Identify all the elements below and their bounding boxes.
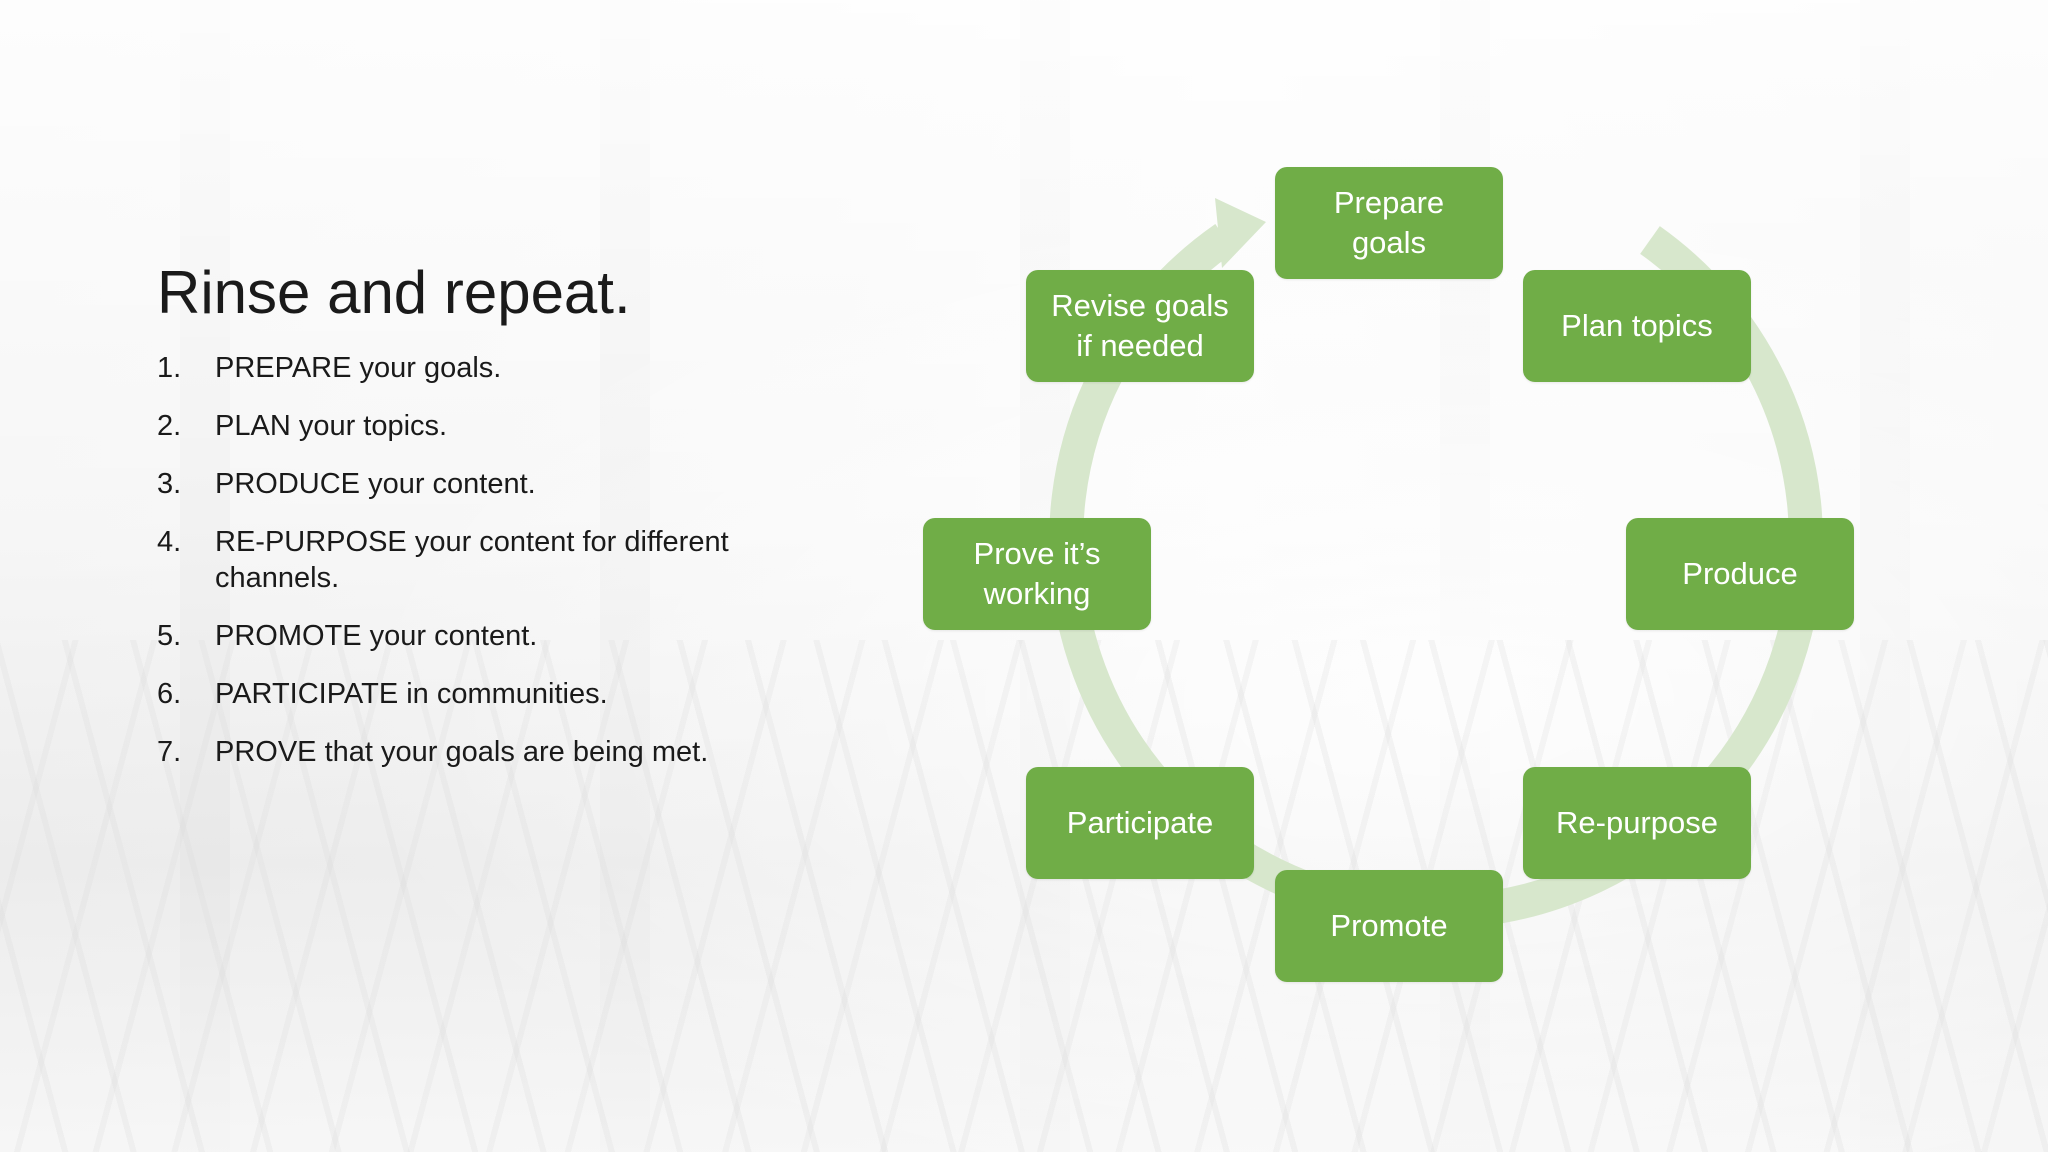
step-number: 1. xyxy=(157,352,182,384)
step-number: 5. xyxy=(157,620,182,652)
step-item: 4. RE-PURPOSE your content for different … xyxy=(157,524,797,596)
step-item: 1. PREPARE your goals. xyxy=(157,350,797,386)
step-number: 7. xyxy=(157,736,182,768)
cycle-arrowhead xyxy=(1215,198,1266,268)
step-item: 3. PRODUCE your content. xyxy=(157,466,797,502)
cycle-node-plan-topics: Plan topics xyxy=(1523,270,1751,382)
step-text: PLAN your topics. xyxy=(215,410,448,442)
step-text: PRODUCE your content. xyxy=(215,468,536,500)
steps-list: 1. PREPARE your goals. 2. PLAN your topics… xyxy=(157,350,797,792)
step-number: 3. xyxy=(157,468,182,500)
step-number: 4. xyxy=(157,526,182,558)
step-item: 2. PLAN your topics. xyxy=(157,408,797,444)
cycle-node-re-purpose: Re-purpose xyxy=(1523,767,1751,879)
background-floor xyxy=(0,640,2048,1152)
step-text: PREPARE your goals. xyxy=(215,352,502,384)
step-text: PROMOTE your content. xyxy=(215,620,538,652)
step-item: 7. PROVE that your goals are being met. xyxy=(157,734,797,770)
cycle-node-prove-working: Prove it’s working xyxy=(923,518,1151,630)
cycle-node-participate: Participate xyxy=(1026,767,1254,879)
step-number: 6. xyxy=(157,678,182,710)
step-item: 5. PROMOTE your content. xyxy=(157,618,797,654)
cycle-node-revise-goals: Revise goals if needed xyxy=(1026,270,1254,382)
cycle-node-produce: Produce xyxy=(1626,518,1854,630)
step-text: RE-PURPOSE your content for different ch… xyxy=(215,526,729,594)
slide-title: Rinse and repeat. xyxy=(157,259,631,326)
step-text: PARTICIPATE in communities. xyxy=(215,678,608,710)
cycle-node-prepare-goals: Prepare goals xyxy=(1275,167,1503,279)
cycle-node-promote: Promote xyxy=(1275,870,1503,982)
step-item: 6. PARTICIPATE in communities. xyxy=(157,676,797,712)
step-number: 2. xyxy=(157,410,182,442)
step-text: PROVE that your goals are being met. xyxy=(215,736,709,768)
